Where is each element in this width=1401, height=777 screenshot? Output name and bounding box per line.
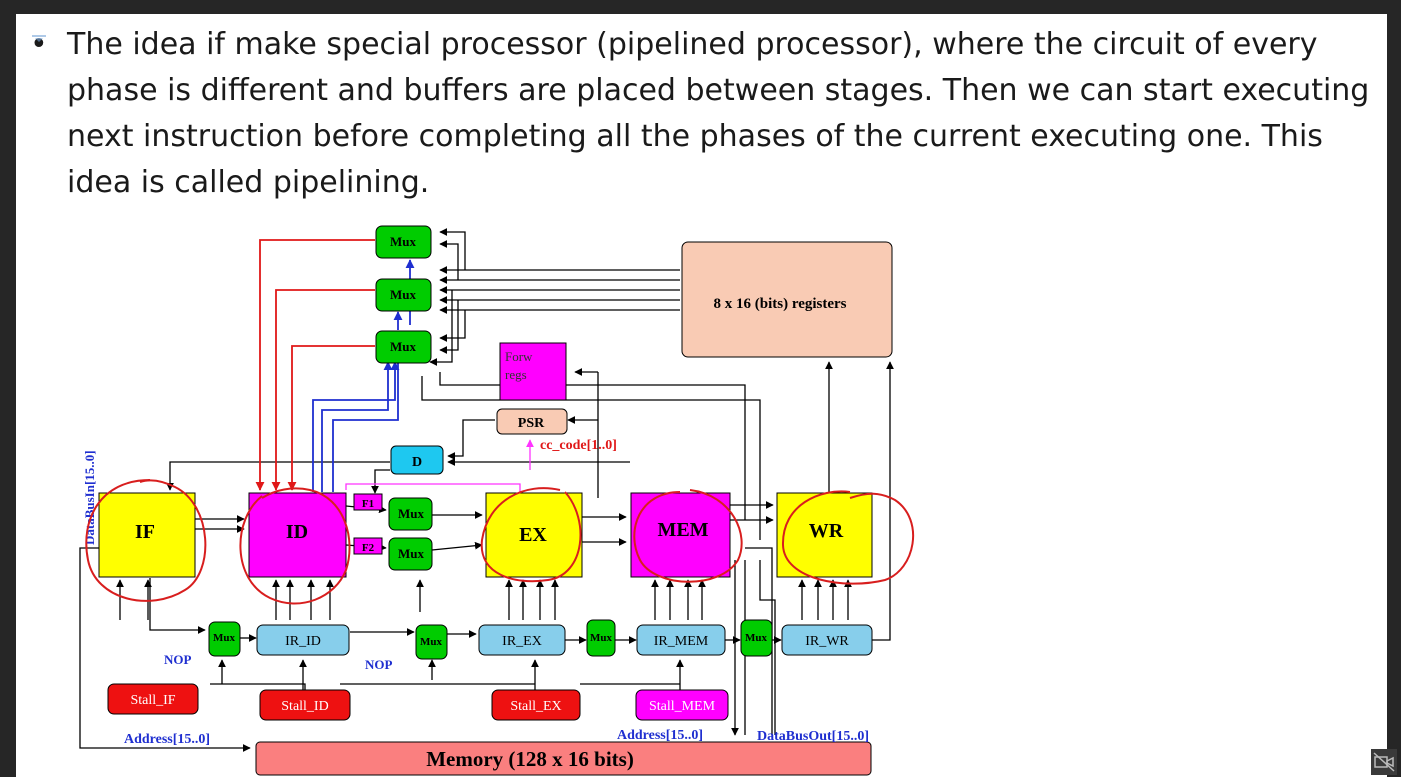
annotation-circle-ex — [480, 487, 582, 583]
slide-bullet-text: • The idea if make special processor (pi… — [30, 22, 1390, 206]
mux-ex-b — [388, 537, 433, 571]
ir-id-label: IR_ID — [285, 634, 321, 649]
stage-ex — [485, 492, 583, 578]
stage-mem — [630, 492, 731, 578]
mux-top — [375, 225, 432, 259]
stage-id — [248, 492, 347, 578]
f2-label: F2 — [362, 542, 375, 554]
mux-ir-ex — [586, 619, 616, 657]
register-file — [681, 241, 893, 358]
mux-ex-a — [388, 497, 433, 531]
ir-id-box — [256, 624, 350, 656]
top-bar — [0, 0, 1401, 14]
mux-label: Mux — [398, 506, 425, 521]
databus-out-label: DataBusOut[15..0] — [757, 729, 869, 744]
annotation-circle-mem — [633, 489, 743, 583]
handwritten-annotations — [85, 479, 914, 605]
mux-ir-if — [208, 621, 241, 657]
nop-label: NOP — [164, 652, 192, 667]
stage-wr-label: WR — [809, 520, 844, 542]
left-frame — [0, 14, 16, 777]
stall-id-label: Stall_ID — [281, 699, 328, 714]
video-off-icon[interactable] — [1371, 749, 1397, 775]
mux-ir-id — [415, 624, 448, 660]
mux-label: Mux — [398, 546, 425, 561]
nop-label: NOP — [365, 657, 393, 672]
forw-regs-label: regs — [505, 367, 527, 382]
mux-label: Mux — [590, 632, 613, 644]
stage-id-label: ID — [286, 521, 308, 543]
annotation-circle-if — [85, 479, 207, 602]
right-frame — [1387, 14, 1401, 777]
mux-label: Mux — [213, 632, 236, 644]
address-right-label: Address[15..0] — [617, 728, 703, 743]
stage-if — [98, 492, 196, 578]
forw-regs-box — [499, 342, 567, 401]
paragraph-line: idea is called pipelining. — [67, 165, 430, 200]
stage-wr — [776, 492, 873, 578]
ir-ex-box — [478, 624, 566, 656]
stage-if-label: IF — [135, 521, 155, 543]
wires — [79, 228, 894, 752]
memory-box — [255, 741, 872, 776]
d-label: D — [412, 455, 422, 470]
address-left-label: Address[15..0] — [124, 732, 210, 747]
mux-label: Mux — [420, 636, 443, 648]
stall-if-box — [107, 683, 199, 715]
ir-mem-label: IR_MEM — [654, 634, 709, 649]
forward-paths-red — [255, 239, 375, 491]
stage-ex-label: EX — [519, 524, 547, 546]
f1-label: F1 — [362, 498, 374, 510]
paragraph-line: The idea if make special processor (pipe… — [67, 27, 1318, 62]
stall-id-box — [259, 689, 351, 721]
forw-regs-label: Forw — [505, 349, 533, 364]
mux-middle — [375, 278, 432, 312]
f2-box — [353, 537, 383, 555]
annotation-circle-id — [239, 487, 351, 605]
mux-lower — [375, 330, 432, 364]
f1-box — [353, 493, 383, 511]
slide-paragraph: The idea if make special processor (pipe… — [67, 22, 1390, 206]
mux-label: Mux — [745, 632, 768, 644]
mux-ir-mem — [740, 619, 773, 657]
memory-label: Memory (128 x 16 bits) — [426, 747, 634, 771]
mux-label: Mux — [390, 287, 417, 302]
stall-mem-box — [635, 689, 729, 721]
ghost-toolbar-icon — [32, 35, 46, 42]
annotation-circle-wr — [781, 490, 914, 585]
stall-ex-label: Stall_EX — [510, 699, 561, 714]
stage-mem-label: MEM — [657, 519, 708, 541]
mux-label: Mux — [390, 234, 417, 249]
stall-if-label: Stall_IF — [130, 693, 175, 708]
ir-mem-box — [636, 624, 726, 656]
stall-mem-label: Stall_MEM — [649, 699, 716, 714]
cc-code-label: cc_code[1..0] — [540, 438, 617, 453]
ir-ex-label: IR_EX — [502, 634, 542, 649]
ir-wr-box — [781, 624, 873, 656]
ir-wr-label: IR_WR — [805, 634, 849, 649]
paragraph-line: phase is different and buffers are place… — [67, 73, 1370, 108]
databus-in-label: DataBusIn[15..0] — [82, 450, 97, 545]
cc-code-path — [345, 439, 534, 492]
d-box — [390, 445, 444, 475]
paragraph-line: next instruction before completing all t… — [67, 119, 1323, 154]
psr-label: PSR — [518, 416, 545, 431]
psr-box — [496, 408, 568, 435]
mux-label: Mux — [390, 339, 417, 354]
stall-ex-box — [491, 689, 581, 721]
register-file-label: 8 x 16 (bits) registers — [713, 296, 846, 312]
